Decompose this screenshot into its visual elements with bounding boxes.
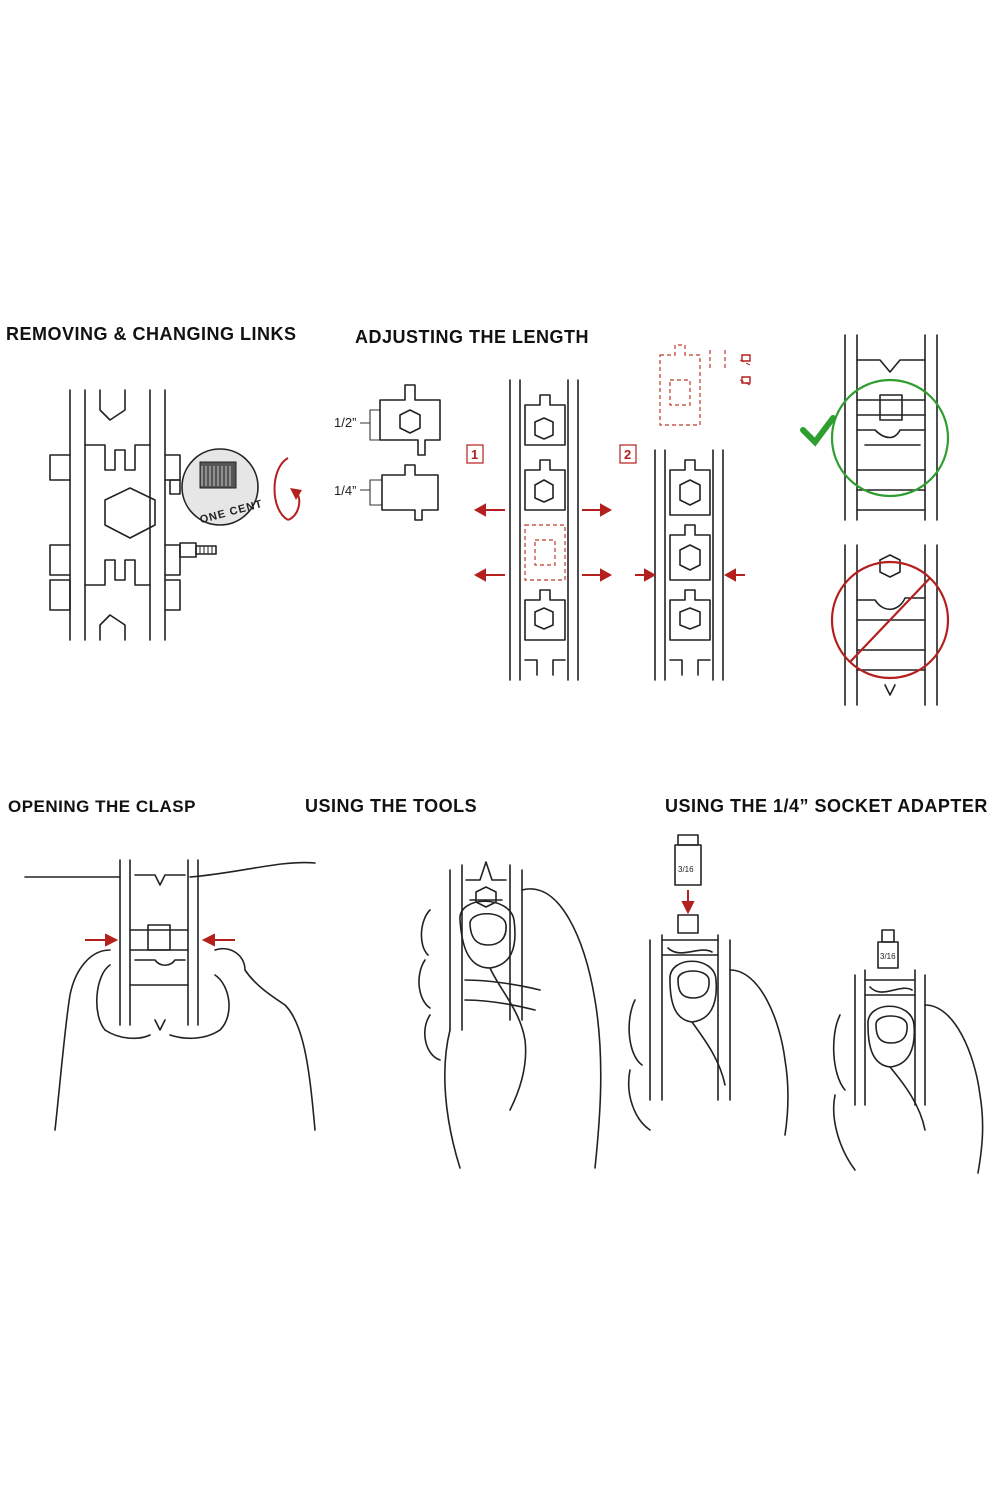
prohibited-icon xyxy=(830,560,950,680)
socket-adapter-diagram-1: 3/16 xyxy=(627,834,789,1136)
bracelet-step-2 xyxy=(654,449,724,681)
heading-opening-clasp: OPENING THE CLASP xyxy=(8,797,196,816)
removed-link xyxy=(659,344,751,426)
svg-text:3/16: 3/16 xyxy=(678,865,694,874)
using-tools-diagram xyxy=(418,861,602,1169)
check-circle xyxy=(830,378,950,498)
bracelet-step-1 xyxy=(509,379,579,681)
svg-text:2: 2 xyxy=(624,447,631,462)
heading-using-tools: USING THE TOOLS xyxy=(305,796,478,816)
arrow-icon xyxy=(85,933,235,947)
heading-socket-adapter: USING THE 1/4” SOCKET ADAPTER xyxy=(665,796,988,816)
check-icon xyxy=(800,415,836,447)
socket-adapter-diagram-2: 3/16 xyxy=(832,929,984,1174)
heading-adjusting-length: ADJUSTING THE LENGTH xyxy=(355,327,590,347)
adjusting-length-diagram: 1/2” 1/4” 1 2 xyxy=(334,344,751,681)
opening-clasp-diagram xyxy=(24,859,316,1131)
heading-removing-links: REMOVING & CHANGING LINKS xyxy=(6,324,297,344)
svg-text:1/4”: 1/4” xyxy=(334,483,356,498)
removing-links-diagram: ONE CENT xyxy=(49,389,302,641)
svg-text:3/16: 3/16 xyxy=(880,952,896,961)
arrow-icon xyxy=(681,890,695,915)
svg-text:1/2”: 1/2” xyxy=(334,415,356,430)
clasp-check-diagram xyxy=(800,334,950,706)
hex-socket xyxy=(104,487,156,539)
coin-icon: ONE CENT xyxy=(181,448,264,526)
screw-icon xyxy=(179,542,217,558)
arrow-icon xyxy=(635,568,745,582)
rotate-arrow-icon xyxy=(273,457,302,521)
svg-text:1: 1 xyxy=(471,447,478,462)
arrow-icon xyxy=(473,503,613,582)
